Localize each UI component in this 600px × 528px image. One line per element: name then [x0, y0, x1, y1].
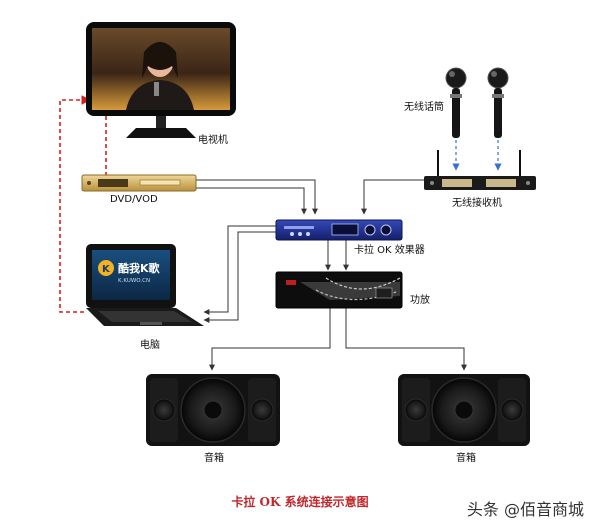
- laptop-app-name: 酷我K歌: [118, 261, 161, 275]
- microphone-icon-1: [445, 67, 467, 138]
- line-dvd-effector-1: [196, 179, 318, 215]
- label-microphone: 无线话筒: [404, 102, 444, 113]
- line-effector-computer-2: [203, 231, 276, 323]
- watermark: 头条 @佰音商城: [466, 500, 584, 519]
- line-effector-computer-1: [203, 225, 276, 315]
- label-amp: 功放: [410, 295, 430, 306]
- label-receiver: 无线接收机: [452, 198, 502, 209]
- power-amplifier-icon: [275, 271, 403, 309]
- tv-icon: [86, 22, 236, 138]
- microphone-icon-2: [487, 67, 509, 138]
- svg-text:K: K: [102, 264, 111, 275]
- laptop-icon: K 酷我K歌 K.KUWO.CN: [86, 244, 204, 326]
- signal-lines: [59, 95, 502, 371]
- karaoke-effector-icon: [275, 219, 403, 241]
- dvd-player-icon: [81, 174, 197, 192]
- speaker-right-icon: [398, 374, 530, 446]
- label-computer: 电脑: [140, 340, 160, 351]
- line-computer-tv-video: [59, 95, 91, 313]
- label-tv: 电视机: [198, 135, 228, 146]
- label-speaker-right: 音箱: [456, 453, 476, 464]
- label-speaker-left: 音箱: [204, 453, 224, 464]
- line-amp-speaker-left: [209, 308, 331, 371]
- diagram-caption: 卡拉 OK 系统连接示意图: [231, 495, 369, 509]
- speaker-left-icon: [146, 374, 280, 446]
- label-effector: 卡拉 OK 效果器: [354, 245, 425, 256]
- line-receiver-effector: [361, 179, 424, 215]
- wireless-receiver-icon: [424, 150, 536, 190]
- line-dvd-effector-2: [196, 187, 307, 215]
- laptop-app-url: K.KUWO.CN: [118, 278, 150, 284]
- label-dvd: DVD/VOD: [110, 194, 158, 205]
- line-amp-speaker-right: [345, 308, 467, 371]
